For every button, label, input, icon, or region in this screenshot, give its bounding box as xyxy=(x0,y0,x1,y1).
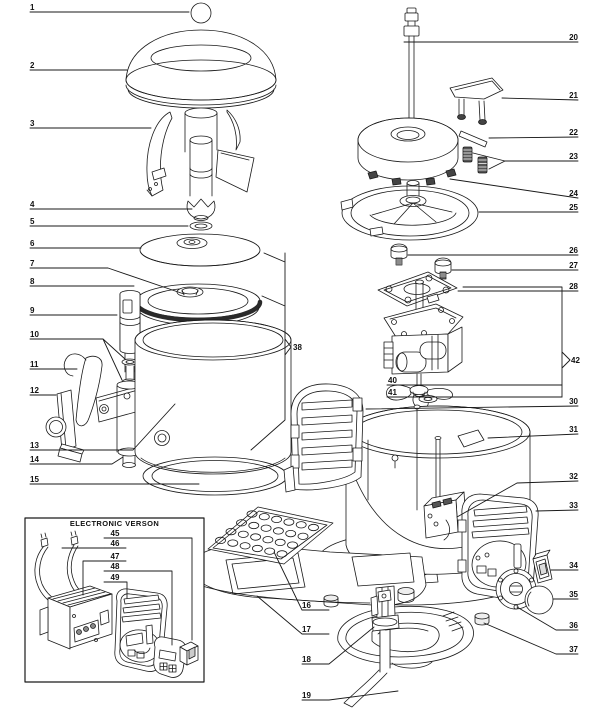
drip-tray-assembly-drawing xyxy=(187,506,474,708)
callout-40: 40 xyxy=(388,376,397,385)
callout-36: 36 xyxy=(569,621,578,630)
callout-49: 49 xyxy=(110,573,120,582)
callout-31: 31 xyxy=(569,425,578,434)
callout-11: 11 xyxy=(30,360,39,369)
callout-5: 5 xyxy=(30,217,35,226)
callout-48: 48 xyxy=(110,562,120,571)
callout-4: 4 xyxy=(30,200,35,209)
callout-45: 45 xyxy=(110,529,120,538)
callout-18: 18 xyxy=(302,655,311,664)
callout-8: 8 xyxy=(30,277,35,286)
callout-10: 10 xyxy=(30,330,39,339)
callout-1: 1 xyxy=(30,3,35,12)
callout-47: 47 xyxy=(110,552,120,561)
callout-27: 27 xyxy=(569,261,578,270)
callout-42: 42 xyxy=(571,356,580,365)
callout-15: 15 xyxy=(30,475,39,484)
electronic-version-inset-drawing xyxy=(24,517,205,683)
callout-33: 33 xyxy=(569,501,578,510)
callout-21: 21 xyxy=(569,91,578,100)
callout-32: 32 xyxy=(569,472,578,481)
callout-20: 20 xyxy=(569,33,578,42)
callout-34: 34 xyxy=(569,561,578,570)
grate-holes xyxy=(215,510,319,558)
callout-25: 25 xyxy=(569,203,578,212)
callout-26: 26 xyxy=(569,246,578,255)
callout-30: 30 xyxy=(569,397,578,406)
callout-3: 3 xyxy=(30,119,35,128)
callout-14: 14 xyxy=(30,455,39,464)
callout-23: 23 xyxy=(569,152,578,161)
callout-46: 46 xyxy=(110,539,120,548)
callout-24: 24 xyxy=(569,189,578,198)
inset-box-title: ELECTRONIC VERSON xyxy=(69,519,160,528)
callout-37: 37 xyxy=(569,645,578,654)
callout-2: 2 xyxy=(30,61,35,70)
callout-12: 12 xyxy=(30,386,39,395)
lid-assembly-drawing xyxy=(125,2,277,231)
callout-16: 16 xyxy=(302,601,311,610)
callout-35: 35 xyxy=(569,590,578,599)
leader-lines xyxy=(29,11,579,701)
callout-28: 28 xyxy=(569,282,578,291)
callout-9: 9 xyxy=(30,306,35,315)
callout-38: 38 xyxy=(293,343,302,352)
callout-22: 22 xyxy=(569,128,578,137)
callout-6: 6 xyxy=(30,239,35,248)
mixer-assembly-drawing xyxy=(340,7,504,409)
callout-13: 13 xyxy=(30,441,39,450)
callout-17: 17 xyxy=(302,625,311,634)
callout-19: 19 xyxy=(302,691,311,700)
bowl-assembly-drawing xyxy=(45,233,292,496)
callout-7: 7 xyxy=(30,259,35,268)
callout-41: 41 xyxy=(388,388,397,397)
